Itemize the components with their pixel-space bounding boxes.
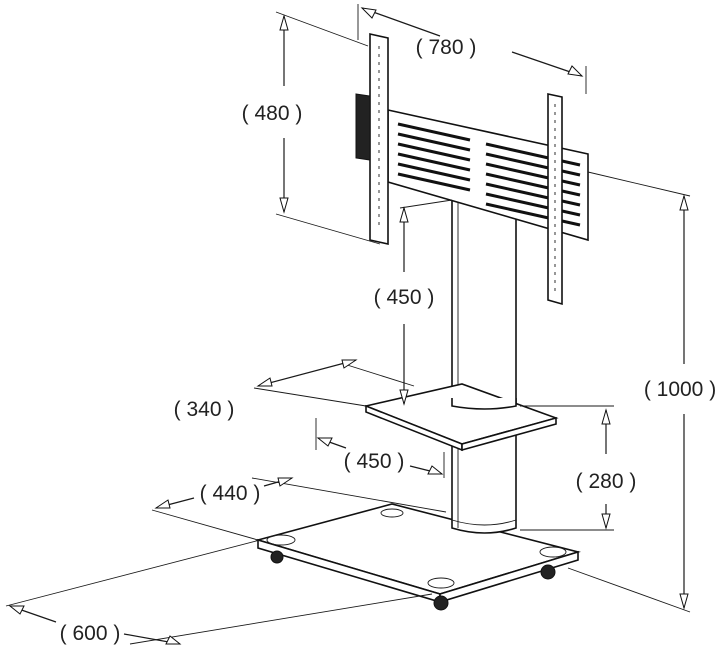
base-plate	[255, 503, 581, 604]
column	[451, 197, 517, 534]
label-monitor-width: ( 780 )	[416, 36, 477, 59]
monitor-bracket	[355, 33, 589, 306]
label-monitor-height: ( 480 )	[242, 102, 303, 125]
dimension-lines	[5, 4, 691, 645]
label-base-width: ( 600 )	[60, 622, 121, 645]
dimension-labels: ( 780 ) ( 480 ) ( 450 ) ( 1000 ) ( 340 )…	[60, 36, 717, 645]
label-base-depth: ( 440 )	[200, 482, 261, 505]
glass-shelf	[363, 383, 559, 452]
label-shelf-width: ( 450 )	[344, 450, 405, 473]
label-shelf-height: ( 280 )	[576, 470, 637, 493]
label-total-height: ( 1000 )	[644, 378, 716, 401]
label-shelf-to-bracket: ( 450 )	[374, 286, 435, 309]
caster-wheels	[270, 550, 556, 611]
label-shelf-depth: ( 340 )	[174, 398, 235, 421]
